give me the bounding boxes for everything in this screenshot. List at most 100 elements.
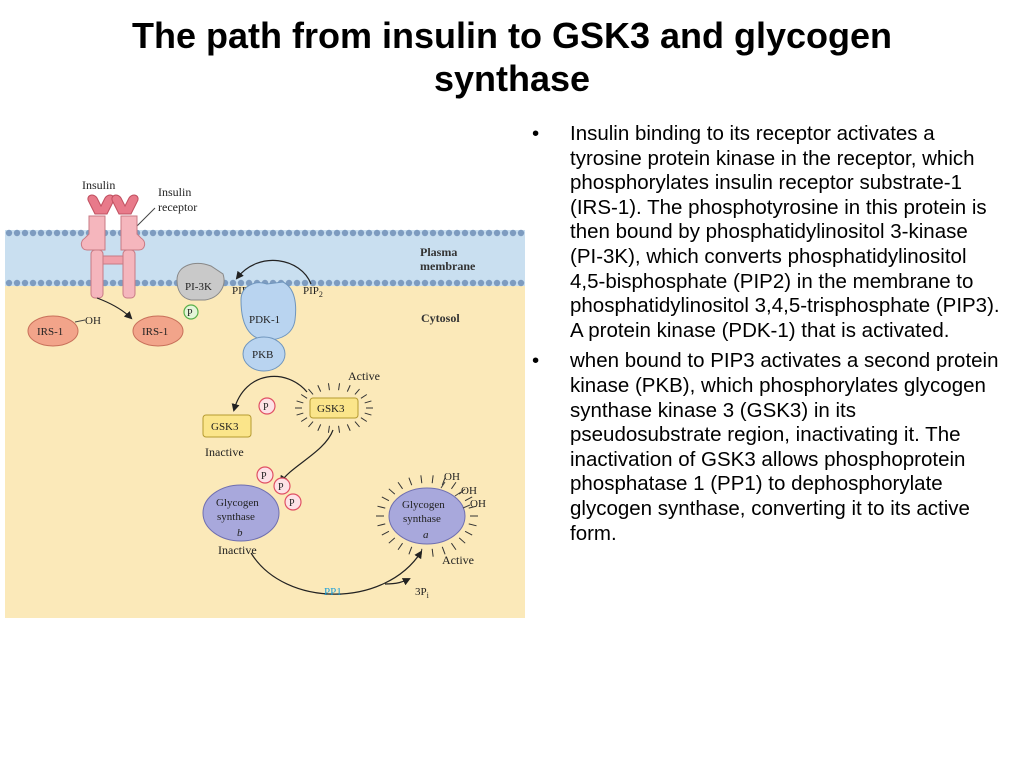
gs-a-oh-bond-2	[454, 491, 462, 497]
lipid-head	[341, 279, 349, 287]
activity-ray	[296, 400, 304, 404]
lipid-head	[501, 229, 509, 237]
lipid-head	[157, 229, 165, 237]
activity-ray	[360, 394, 368, 399]
insulin-receptor	[80, 215, 146, 299]
irs1-left-label: IRS-1	[37, 326, 63, 338]
pp1-dephosphorylation-arrow	[250, 550, 423, 595]
lipid-head	[149, 279, 157, 287]
lipid-head	[293, 229, 301, 237]
gsk3-inactive	[202, 414, 252, 438]
lipid-head	[173, 229, 181, 237]
insulin-molecule	[87, 194, 139, 215]
lipid-head	[197, 229, 205, 237]
lipid-head	[365, 279, 373, 287]
activity-ray	[464, 530, 473, 536]
plasma-membrane-label-line-1: Plasma	[420, 245, 457, 259]
lipid-head	[349, 229, 357, 237]
lipid-head	[341, 229, 349, 237]
activity-ray	[364, 400, 372, 404]
activity-ray	[431, 475, 434, 484]
lipid-head	[405, 279, 413, 287]
activity-ray	[317, 424, 322, 431]
gs-a-active-status: Active	[442, 553, 474, 567]
lipid-head	[325, 229, 333, 237]
lipid-head	[517, 279, 525, 287]
cytosol-label: Cytosol	[421, 311, 460, 325]
bullet-dot: •	[532, 349, 540, 373]
activity-ray	[360, 417, 368, 422]
slide-title: The path from insulin to GSK3 and glycog…	[0, 14, 1024, 100]
lipid-head	[349, 279, 357, 287]
lipid-head	[413, 229, 421, 237]
lipid-head	[53, 279, 61, 287]
lipid-head	[45, 279, 53, 287]
receptor-label-line-2: receptor	[158, 200, 197, 214]
pkb-enzyme	[242, 336, 286, 372]
activity-ray	[377, 505, 386, 509]
lipid-head	[45, 229, 53, 237]
lipid-head	[429, 279, 437, 287]
lipid-head	[245, 229, 253, 237]
lipid-head	[365, 229, 373, 237]
activity-ray	[354, 421, 360, 428]
gs-b-line-2: synthase	[217, 511, 255, 523]
irs1-oh-label: OH	[85, 315, 101, 327]
gsk3-phosphate-circle	[258, 397, 276, 415]
activity-ray	[377, 523, 386, 527]
receptor-label-line-1: Insulin	[158, 185, 191, 199]
lipid-head	[61, 279, 69, 287]
lipid-head	[317, 229, 325, 237]
activity-ray	[381, 530, 390, 536]
activity-ray	[451, 542, 457, 551]
lipid-head	[509, 279, 517, 287]
lipid-head	[69, 279, 77, 287]
lipid-head	[21, 229, 29, 237]
activity-ray	[346, 385, 351, 392]
activity-ray	[381, 496, 390, 502]
lipid-head	[141, 279, 149, 287]
activity-ray	[458, 537, 466, 544]
insulin-pathway-diagram: Insulin Insulin receptor Plasma membrane…	[5, 178, 525, 618]
pi3k-enzyme	[176, 263, 225, 301]
activity-ray	[308, 388, 314, 395]
lipid-head	[509, 229, 517, 237]
lipid-head	[381, 279, 389, 287]
lipid-head	[397, 279, 405, 287]
bullet-item-2: •when bound to PIP3 activates a second p…	[532, 349, 1004, 546]
lipid-head	[29, 279, 37, 287]
activity-ray	[346, 424, 351, 431]
lipid-head	[149, 229, 157, 237]
lipid-head	[165, 229, 173, 237]
activity-ray	[468, 523, 477, 527]
pkb-inactivates-gsk3-arrow	[231, 375, 308, 412]
lipid-head	[237, 279, 245, 287]
gs-a-line-1: Glycogen	[402, 499, 445, 511]
activity-ray	[338, 383, 341, 391]
lipid-head	[221, 229, 229, 237]
lipid-head	[61, 229, 69, 237]
lipid-head	[77, 229, 85, 237]
gs-b-phosphate-2-label: P	[278, 482, 284, 493]
activity-ray	[308, 421, 314, 428]
lipid-head	[357, 279, 365, 287]
lipid-head	[301, 229, 309, 237]
lipid-head	[109, 229, 117, 237]
pi3k-label: PI-3K	[185, 281, 212, 293]
lipid-head	[13, 229, 21, 237]
lipid-head	[253, 229, 261, 237]
lipid-head	[277, 229, 285, 237]
gsk3-active-label: GSK3	[317, 403, 345, 415]
lipid-head	[437, 229, 445, 237]
lipid-head	[405, 229, 413, 237]
activity-ray	[296, 412, 304, 416]
gs-b-form-label: b	[237, 527, 243, 539]
gs-b-inactive-status: Inactive	[218, 543, 257, 557]
lipid-head	[29, 229, 37, 237]
pdk1-enzyme	[240, 281, 297, 341]
lipid-head	[429, 229, 437, 237]
irs1-unphosphorylated	[27, 315, 79, 347]
irs1-phosphorylation-arrow	[96, 297, 133, 320]
lipid-head	[445, 229, 453, 237]
gsk3-inactive-status: Inactive	[205, 445, 244, 459]
